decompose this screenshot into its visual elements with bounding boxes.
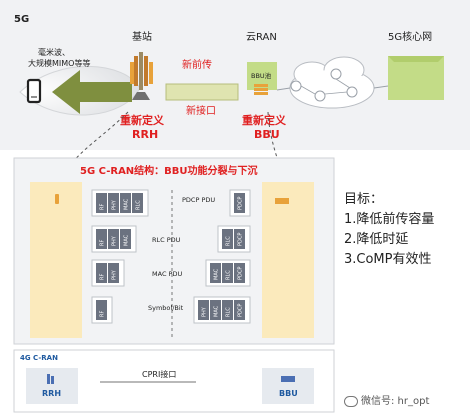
cpri-label: CPRI接口	[142, 369, 176, 379]
stack-layer-phy	[108, 193, 119, 213]
cloud-ran-label: 云RAN	[246, 32, 277, 43]
tag-5g: 5G	[14, 14, 29, 25]
symbol-bit-label: Symbol/Bit	[148, 304, 184, 312]
stack-layer-label-pdcp: PDCP	[238, 267, 244, 280]
stack-layer-label-mac: MAC	[214, 305, 220, 317]
rrh-label: RRH	[42, 389, 61, 398]
du-block	[30, 182, 82, 338]
stack-layer-label-rlc: RLC	[226, 307, 232, 317]
pdcp-pdu-label: PDCP PDU	[182, 196, 215, 204]
stack-layer-mac	[210, 263, 221, 283]
mmwave-text-1: 毫米波、	[38, 47, 70, 57]
rlc-pdu-label: RLC PDU	[152, 236, 181, 244]
stack-layer-rlc	[222, 229, 233, 249]
network-cloud-icon	[289, 56, 375, 109]
tag-4g: 4G C-RAN	[20, 354, 58, 362]
bbu-pool-card-2	[254, 88, 268, 91]
stack-layer-label-pdcp: PDCP	[238, 304, 244, 317]
stack-layer-label-mac: MAC	[124, 198, 130, 210]
goal-item-2: 2.降低时延	[344, 232, 409, 247]
watermark: 微信号: hr_opt	[344, 392, 429, 407]
core-network-label: 5G核心网	[388, 30, 432, 43]
core-network-box-top	[388, 56, 444, 62]
stack-layer-label-phy: PHY	[112, 199, 118, 210]
wechat-icon	[344, 395, 358, 407]
fronthaul-link	[165, 83, 239, 101]
mac-pdu-label: MAC PDU	[152, 270, 182, 278]
downlink-arrow	[52, 70, 132, 114]
watermark-text: 微信号: hr_opt	[361, 396, 430, 407]
stack-layer-rlc	[222, 263, 233, 283]
goals-list: 目标： 1.降低前传容量 2.降低时延 3.CoMP有效性	[344, 190, 434, 270]
redefine-rrh-line-1: 重新定义	[120, 113, 165, 127]
stack-layer-rf	[96, 229, 107, 249]
new-fronthaul-label: 新前传	[182, 58, 212, 71]
redefine-bbu-line-1: 重新定义	[242, 113, 287, 127]
cloud-to-core-link	[373, 85, 389, 89]
rrh-icon-bar-1	[47, 374, 50, 384]
bbu-label: BBU	[279, 389, 298, 398]
stack-layer-label-pdcp: PDCP	[238, 197, 244, 210]
stack-layer-phy	[198, 300, 209, 320]
rrh-icon-bar-2	[51, 376, 54, 384]
cu-block	[262, 182, 314, 338]
goal-item-3: 3.CoMP有效性	[344, 252, 432, 267]
stack-layer-rf	[96, 300, 107, 320]
stack-layer-rlc	[222, 300, 233, 320]
stack-layer-label-rf: RF	[100, 274, 106, 280]
base-station-icon	[130, 52, 153, 100]
rrh-block	[26, 368, 78, 404]
stack-layer-pdcp	[234, 229, 245, 249]
cu-card-icon	[275, 198, 289, 204]
stack-layer-rf	[96, 263, 107, 283]
rrh-connector	[59, 111, 129, 196]
stack-layer-label-phy: PHY	[112, 235, 118, 246]
bbu-pool-card-3	[254, 92, 268, 95]
stack-layer-label-rf: RF	[100, 240, 106, 246]
stack-layer-label-phy: PHY	[112, 269, 118, 280]
stack-layer-mac	[120, 229, 131, 249]
core-network-box	[388, 56, 444, 100]
stack-layer-rlc	[132, 193, 143, 213]
stack-layer-label-pdcp: PDCP	[238, 233, 244, 246]
stack-layer-pdcp	[234, 193, 245, 213]
stack-layer-pdcp	[234, 300, 245, 320]
phone-icon	[26, 78, 42, 104]
bbu-icon	[281, 376, 295, 382]
stack-layer-label-rlc: RLC	[226, 236, 232, 246]
stack-layer-phy	[108, 229, 119, 249]
stack-layer-pdcp	[234, 263, 245, 283]
stack-layer-label-rlc: RLC	[136, 200, 142, 210]
mmwave-text-2: 大规模MIMO等等	[28, 58, 90, 68]
goals-heading: 目标：	[344, 192, 384, 207]
stack-layer-mac	[210, 300, 221, 320]
new-interface-label: 新接口	[186, 104, 216, 117]
stack-layer-label-rf: RF	[100, 204, 106, 210]
stack-layer-label-mac: MAC	[214, 268, 220, 280]
bbu-block	[262, 368, 314, 404]
redefine-bbu-line-2: BBU	[254, 128, 280, 141]
goal-item-1: 1.降低前传容量	[344, 212, 435, 227]
stack-layer-label-phy: PHY	[202, 306, 208, 317]
stack-layer-phy	[108, 263, 119, 283]
du-card-icon	[55, 194, 59, 204]
pool-to-cloud-link	[276, 87, 291, 91]
stack-layer-rf	[96, 193, 107, 213]
bbu-pool-card-1	[254, 84, 268, 87]
base-station-label: 基站	[132, 30, 152, 43]
stack-layer-mac	[120, 193, 131, 213]
stack-layer-label-mac: MAC	[124, 234, 130, 246]
cran-title: 5G C-RAN结构：BBU功能分裂与下沉	[80, 164, 258, 177]
redefine-rrh-line-2: RRH	[132, 128, 158, 141]
stack-layer-label-rlc: RLC	[226, 270, 232, 280]
stack-layer-label-rf: RF	[100, 311, 106, 317]
bbu-pool-label: BBU池	[251, 71, 272, 80]
